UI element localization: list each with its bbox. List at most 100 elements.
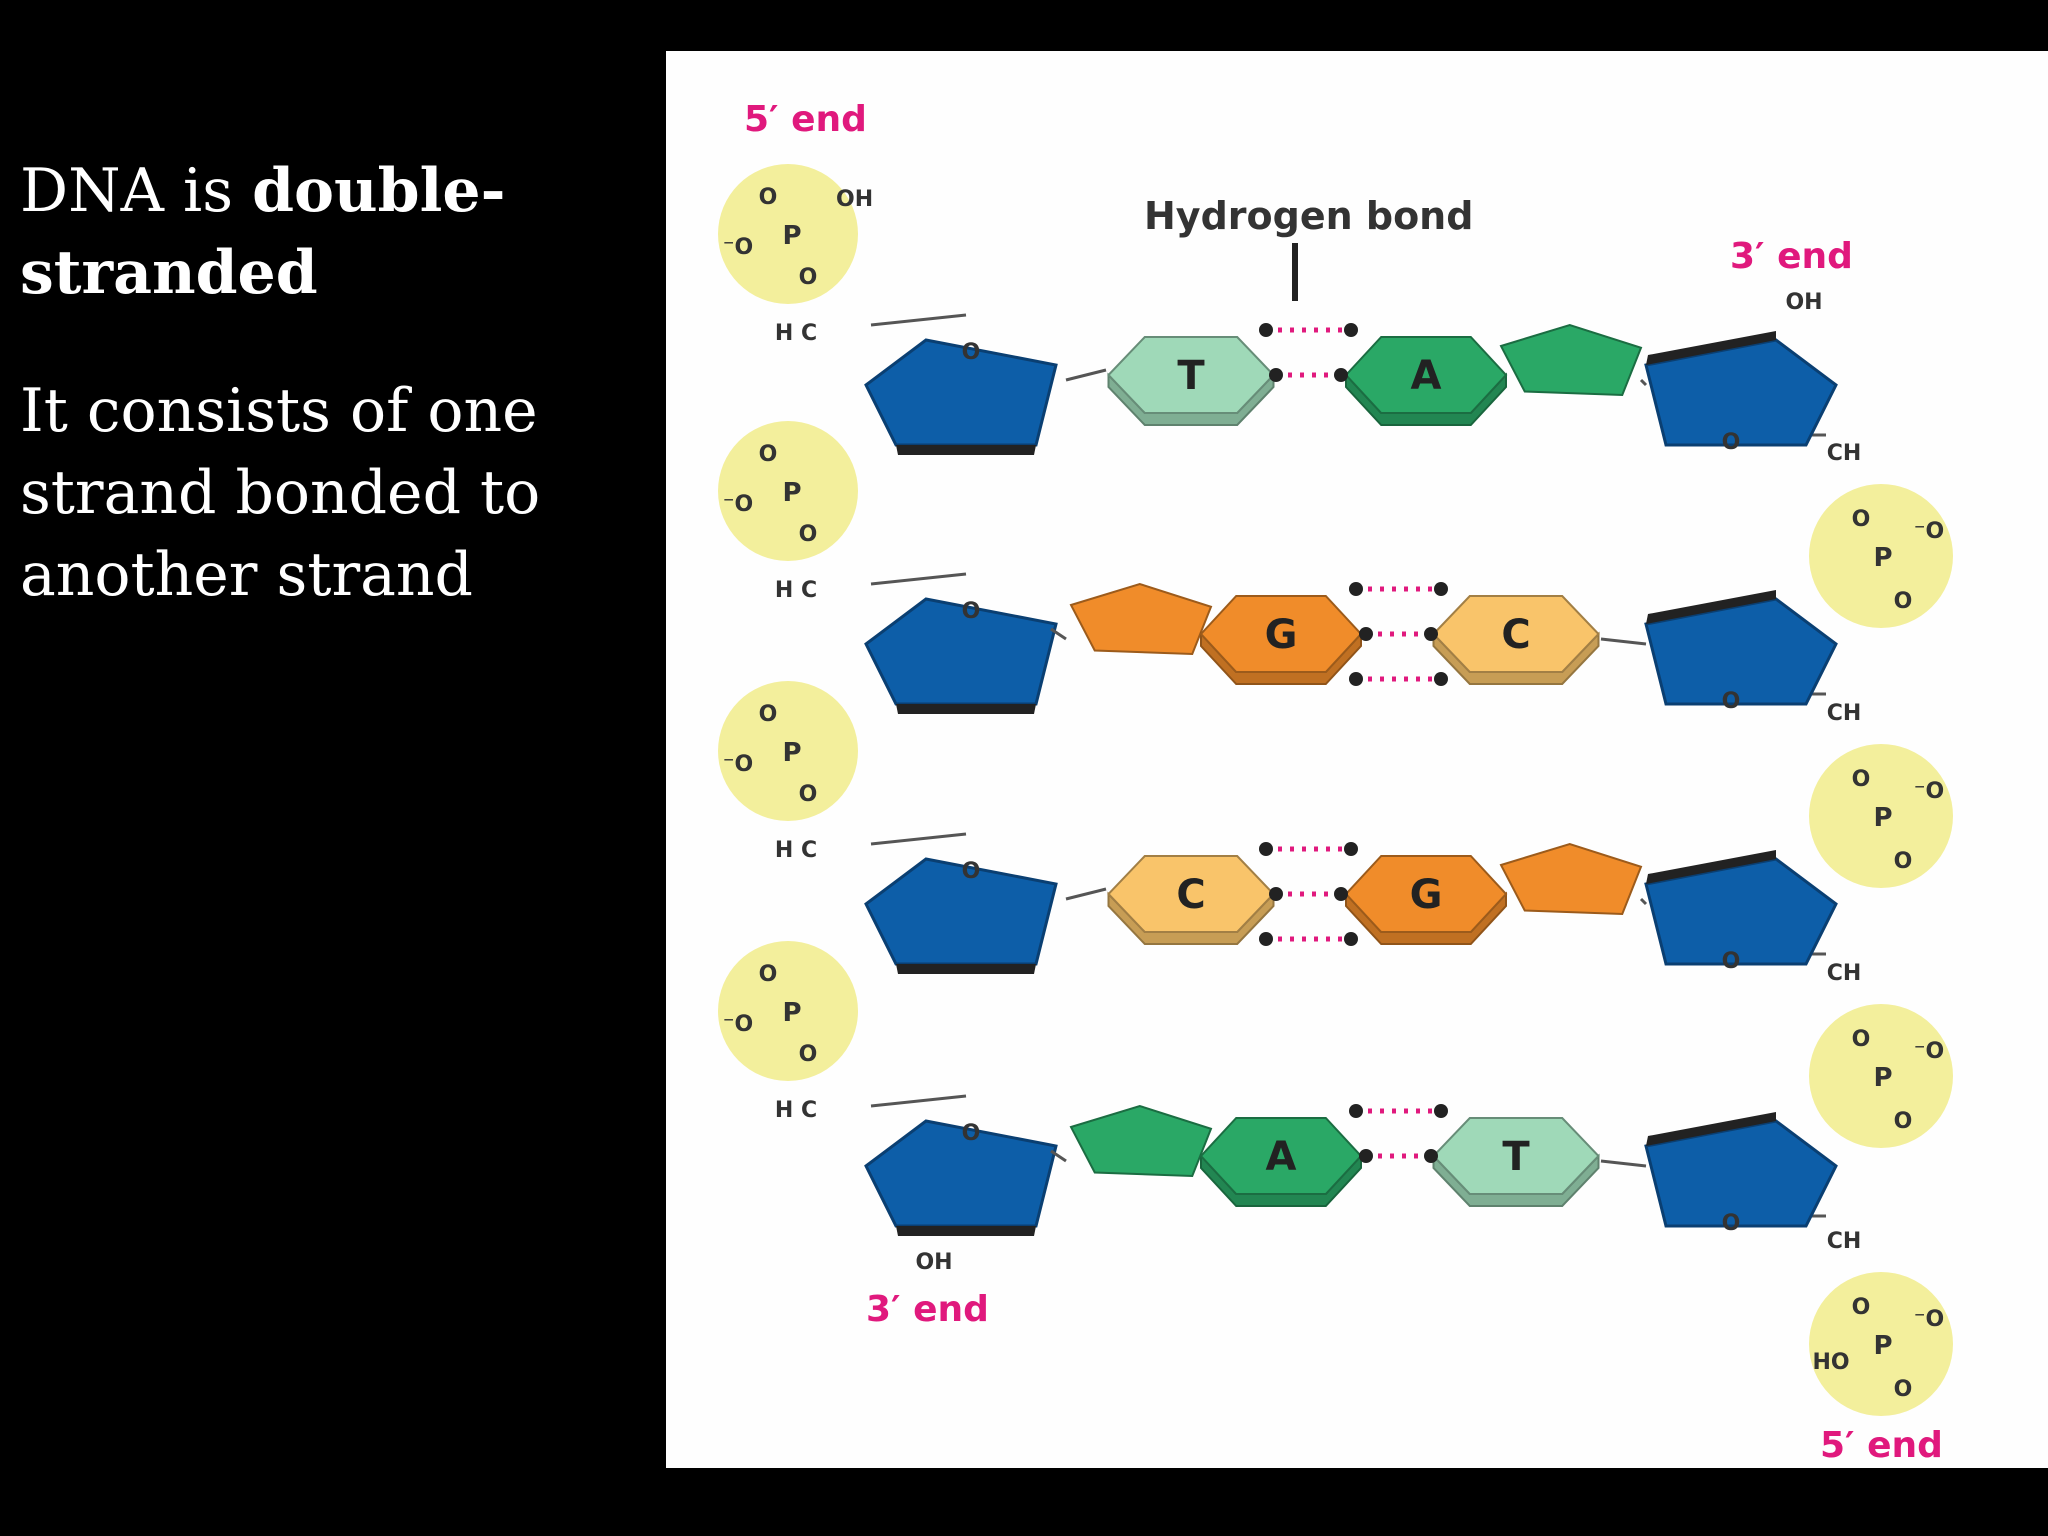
left-backbone-link-1: [870, 313, 967, 327]
hbond-2-b-dot-right: [1424, 627, 1438, 641]
left-sugar-o-1: O: [962, 340, 981, 365]
right-sugar-3-edge: [1646, 850, 1776, 884]
right-base-2-ring6: [1432, 595, 1600, 673]
right-phosphate-2-o-top: O: [1852, 767, 1871, 792]
right-phosphate-2-p-label: P: [1873, 803, 1892, 833]
hbond-2-c-dot-right: [1434, 672, 1448, 686]
right-phosphate-4-o-minus: ⁻O: [1914, 1307, 1944, 1332]
left-phosphate-group-2: PO⁻OOH C: [718, 421, 858, 603]
right-base-letter-1: A: [1411, 353, 1442, 399]
heading-bold-text: double-stranded: [20, 156, 506, 308]
left-backbone-link-3: [870, 832, 967, 846]
hbond-1-b-dot-left: [1269, 368, 1283, 382]
left-glycosidic-1: [1065, 368, 1107, 382]
hbond-4-b-dot-left: [1359, 1149, 1373, 1163]
left-sugar-o-4: O: [962, 1121, 981, 1146]
left-base-4-ring5: [1069, 1104, 1213, 1178]
label-3-end-top: 3′ end: [1730, 236, 1853, 277]
left-sugar-o-2: O: [962, 599, 981, 624]
right-glycosidic-1: [1639, 378, 1648, 387]
left-sugar-o-3: O: [962, 859, 981, 884]
left-phosphate-4: [718, 941, 858, 1081]
right-base-3-ring6: [1344, 855, 1508, 933]
left-hc-label-1: H C: [775, 321, 817, 346]
hydrogen-bond-pointer: [1292, 243, 1298, 301]
right-sugar-3: [1644, 857, 1838, 966]
right-bottom-ho: HO: [1812, 1350, 1849, 1375]
left-phosphate-2-o-top: O: [759, 442, 778, 467]
left-phosphate-4-o-minus: ⁻O: [723, 1012, 753, 1037]
right-sugar-2-edge: [1646, 590, 1776, 624]
left-phosphate-2-p-label: P: [782, 478, 801, 508]
left-backbone-link-4: [870, 1094, 967, 1108]
right-phosphate-3-o-minus: ⁻O: [1914, 1039, 1944, 1064]
left-phosphate-group-4: PO⁻OOH C: [718, 941, 858, 1123]
hbond-2-b-dot-left: [1359, 627, 1373, 641]
base-pair-row-1: O O T A: [864, 313, 1838, 455]
left-base-letter-1: T: [1177, 353, 1205, 399]
left-phosphate-4-p-label: P: [782, 998, 801, 1028]
left-sugar-4: [864, 1119, 1058, 1228]
right-base-1-ring5: [1499, 323, 1643, 397]
left-bottom-oh: OH: [915, 1250, 952, 1275]
hbond-4-b-dot-right: [1424, 1149, 1438, 1163]
slide-heading: DNA is double-stranded: [20, 150, 640, 314]
hbond-1-a-dot-left: [1259, 323, 1273, 337]
left-phosphate-4-o-top: O: [759, 962, 778, 987]
left-phosphate-1-o-top: O: [759, 185, 778, 210]
right-sugar-o-2: O: [1722, 689, 1741, 714]
right-phosphate-4-p-label: P: [1873, 1331, 1892, 1361]
right-phosphate-4-o-top: O: [1852, 1295, 1871, 1320]
right-base-letter-4: T: [1502, 1134, 1530, 1180]
left-phosphate-1-o-bottom: O: [799, 265, 818, 290]
right-base-4-ring6: [1432, 1117, 1600, 1195]
left-phosphate-1-p-label: P: [782, 221, 801, 251]
right-sugar-1-edge: [1646, 331, 1776, 365]
left-glycosidic-4: [1050, 1149, 1067, 1163]
left-phosphate-4-o-bottom: O: [799, 1042, 818, 1067]
right-phosphate-1-o-top: O: [1852, 507, 1871, 532]
hbond-2-c-dot-left: [1349, 672, 1363, 686]
left-base-2-ring5: [1069, 582, 1213, 656]
hbond-3-c-dot-right: [1344, 932, 1358, 946]
label-3-end-bottom: 3′ end: [866, 1289, 989, 1330]
right-glycosidic-4: [1600, 1159, 1647, 1168]
left-phosphate-3: [718, 681, 858, 821]
right-base-letter-2: C: [1501, 612, 1530, 658]
hbond-2-a-dot-right: [1434, 582, 1448, 596]
left-hc-label-3: H C: [775, 838, 817, 863]
right-phosphate-2: [1809, 744, 1953, 888]
right-phosphate-1: [1809, 484, 1953, 628]
left-phosphate-1-o-minus: ⁻O: [723, 235, 753, 260]
right-base-letter-3: G: [1410, 872, 1443, 918]
label-5-end-bottom: 5′ end: [1820, 1425, 1943, 1466]
left-phosphate-2-o-minus: ⁻O: [723, 492, 753, 517]
hbond-1-a-dot-right: [1344, 323, 1358, 337]
right-sugar-o-1: O: [1722, 430, 1741, 455]
left-base-letter-3: C: [1176, 872, 1205, 918]
slide-text-block: DNA is double-stranded It consists of on…: [20, 150, 640, 616]
hbond-3-c-dot-left: [1259, 932, 1273, 946]
right-ch-label-2: CH: [1827, 701, 1862, 726]
left-base-letter-4: A: [1266, 1134, 1297, 1180]
right-phosphate-1-o-bottom: O: [1894, 589, 1913, 614]
left-phosphate-3-o-bottom: O: [799, 782, 818, 807]
right-phosphate-3: [1809, 1004, 1953, 1148]
right-phosphate-1-o-minus: ⁻O: [1914, 519, 1944, 544]
right-top-oh: OH: [1785, 290, 1822, 315]
hbond-1-b-dot-right: [1334, 368, 1348, 382]
left-phosphate-2-o-bottom: O: [799, 522, 818, 547]
slide-body-text: It consists of one strand bonded to anot…: [20, 376, 541, 610]
right-ch-label-3: CH: [1827, 961, 1862, 986]
dna-diagram-svg: 5′ end 3′ end 3′ end 5′ end Hydrogen bon…: [666, 51, 2048, 1468]
left-sugar-3-edge: [896, 964, 1036, 974]
hbond-4-a-dot-left: [1349, 1104, 1363, 1118]
right-phosphate-3-o-bottom: O: [1894, 1109, 1913, 1134]
